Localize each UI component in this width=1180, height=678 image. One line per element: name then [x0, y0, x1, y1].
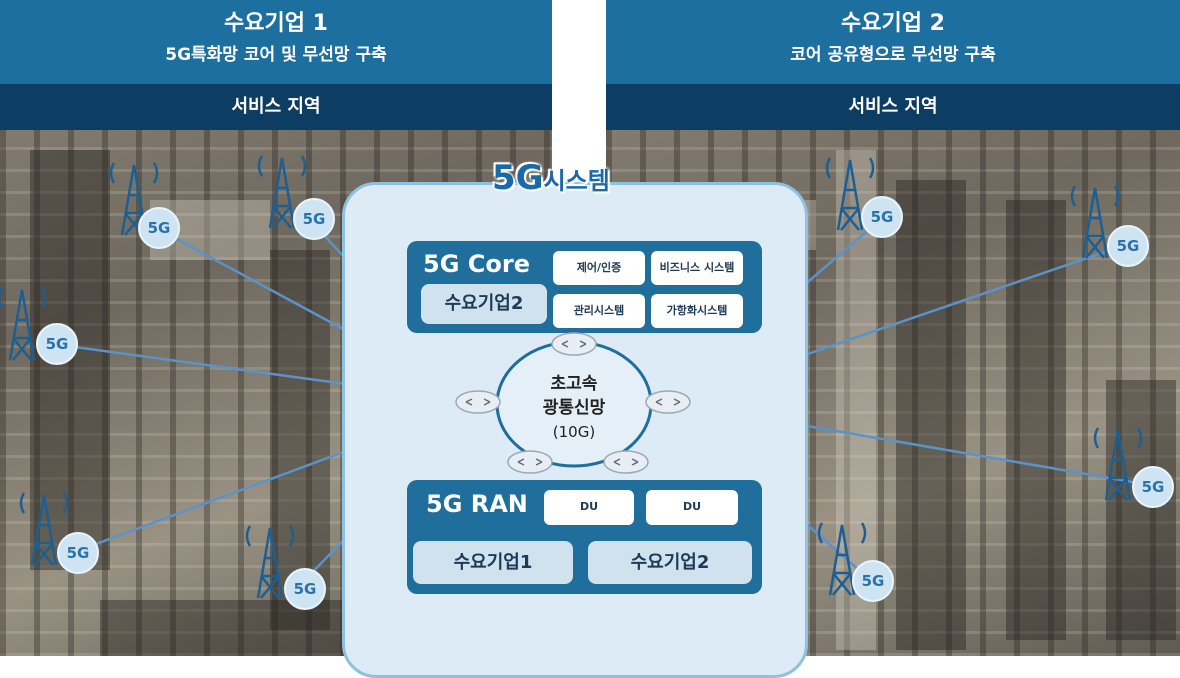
5g-badge: 5G [284, 568, 326, 610]
cell-tower-icon [257, 155, 307, 229]
5g-badge: 5G [36, 323, 78, 365]
ring-line-1: 초고속 [550, 374, 598, 394]
router-icon [603, 450, 649, 474]
5g-badge: 5G [861, 196, 903, 238]
du-module: DU [646, 490, 738, 525]
left-service-area: 서비스 지역 [0, 84, 552, 130]
cell-tower-icon [825, 157, 875, 231]
cell-tower-icon [817, 522, 867, 596]
left-header: 수요기업 1 5G특화망 코어 및 무선망 구축 [0, 0, 552, 84]
5g-badge: 5G [293, 198, 335, 240]
5g-badge: 5G [1107, 225, 1149, 267]
core-module: 관리시스템 [553, 294, 645, 328]
router-icon [551, 332, 597, 356]
du-module: DU [544, 490, 634, 525]
5g-system-title: 5G시스템 [492, 158, 610, 204]
core-module: 제어/인증 [553, 251, 645, 285]
right-title: 수요기업 2 [841, 11, 945, 36]
right-subtitle: 코어 공유형으로 무선망 구축 [790, 45, 996, 65]
router-icon [455, 390, 501, 414]
cell-towers [0, 155, 1143, 599]
left-title: 수요기업 1 [224, 11, 328, 36]
optical-ring [455, 332, 691, 474]
ring-label: 초고속 광통신망 (10G) [524, 372, 624, 444]
cell-tower-icon [0, 287, 47, 361]
ring-line-3: (10G) [552, 423, 596, 441]
cell-tower-icon [19, 492, 69, 566]
cell-tower-icon [245, 525, 295, 599]
5g-ran-label: 5G RAN [426, 490, 528, 518]
cell-tower-icon [1093, 427, 1143, 501]
core-module: 가항화시스템 [651, 294, 743, 328]
5g-badge: 5G [138, 207, 180, 249]
core-module: 비즈니스 시스템 [651, 251, 743, 285]
ran-tenant: 수요기업1 [413, 541, 573, 584]
ran-tenant: 수요기업2 [588, 541, 752, 584]
ring-line-2: 광통신망 [542, 398, 606, 418]
right-header: 수요기업 2 코어 공유형으로 무선망 구축 [606, 0, 1180, 84]
router-icon [645, 390, 691, 414]
cell-tower-icon [109, 162, 159, 236]
5g-badge: 5G [57, 532, 99, 574]
5g-badge: 5G [852, 560, 894, 602]
router-icon [507, 450, 553, 474]
title-5g: 5G [492, 158, 544, 198]
core-tenant: 수요기업2 [421, 284, 547, 324]
right-service-area: 서비스 지역 [606, 84, 1180, 130]
5g-core-label: 5G Core [423, 250, 530, 278]
left-subtitle: 5G특화망 코어 및 무선망 구축 [165, 45, 387, 65]
cell-tower-icon [1070, 185, 1120, 259]
5g-badge: 5G [1132, 466, 1174, 508]
title-system: 시스템 [543, 167, 610, 195]
